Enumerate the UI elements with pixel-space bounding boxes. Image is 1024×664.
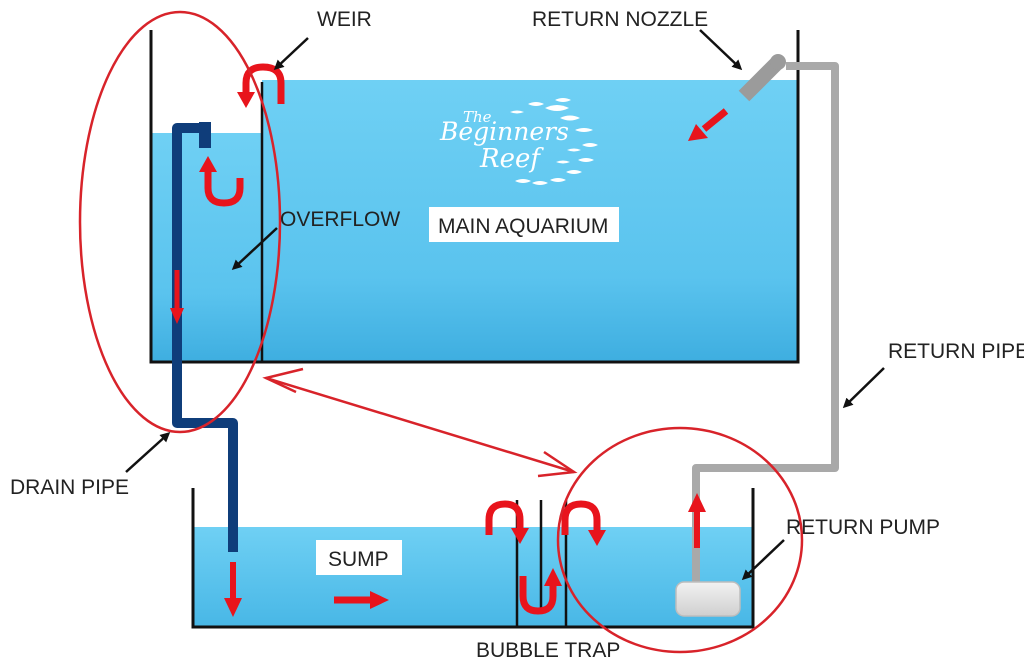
drain-pipe-pointer (125, 431, 171, 473)
logo-line3: Reef (479, 144, 544, 174)
return-flow-arrow (701, 108, 729, 132)
the-beginners-reef-logo: The Beginners Reef (439, 98, 598, 185)
weir-pointer (273, 37, 309, 71)
main-aquarium-label-box (429, 207, 619, 242)
sump-label: SUMP (328, 548, 389, 571)
main-aquarium-label: MAIN AQUARIUM (438, 215, 608, 238)
comparison-double-arrow (262, 367, 578, 478)
sump-label-box (316, 540, 402, 575)
overflow-highlight-circle (78, 10, 282, 434)
return-pump-highlight-circle (556, 426, 804, 654)
return-pump-label: RETURN PUMP (786, 516, 940, 539)
return-pipe-pointer (842, 367, 885, 409)
drain-pipe (172, 123, 238, 552)
main-aquarium-outline (149, 30, 800, 364)
return-pipe-label: RETURN PIPE (888, 340, 1024, 363)
overflow-pointer (231, 227, 278, 271)
bubble-trap-label: BUBBLE TRAP (476, 639, 620, 662)
sump-water (193, 527, 753, 627)
weir-label: WEIR (317, 8, 372, 31)
return-pump-pointer (741, 539, 785, 581)
bubble-trap-over-arrow-right (561, 500, 601, 535)
drain-pipe-label: DRAIN PIPE (10, 476, 129, 499)
bubble-trap-under-arrow (519, 576, 557, 615)
return-nozzle-label: RETURN NOZZLE (532, 8, 708, 31)
logo-line1: The (463, 108, 492, 126)
return-pump (675, 581, 741, 617)
logo-line2: Beginners (439, 117, 569, 146)
bubble-trap-over-arrow-left (485, 500, 524, 535)
drain-pipe-elbow-cap (199, 122, 211, 148)
flow-arrows (170, 63, 729, 617)
label-pointers (125, 29, 885, 581)
weir-flow-arrow (242, 63, 285, 104)
sump-tank (191, 488, 755, 629)
overflow-label: OVERFLOW (280, 208, 400, 231)
overflow-flow-arrow (204, 172, 244, 207)
return-nozzle-pointer (699, 29, 743, 71)
return-nozzle (738, 54, 786, 102)
fish-swirl-icon (510, 98, 598, 185)
sump-outline (191, 488, 755, 629)
